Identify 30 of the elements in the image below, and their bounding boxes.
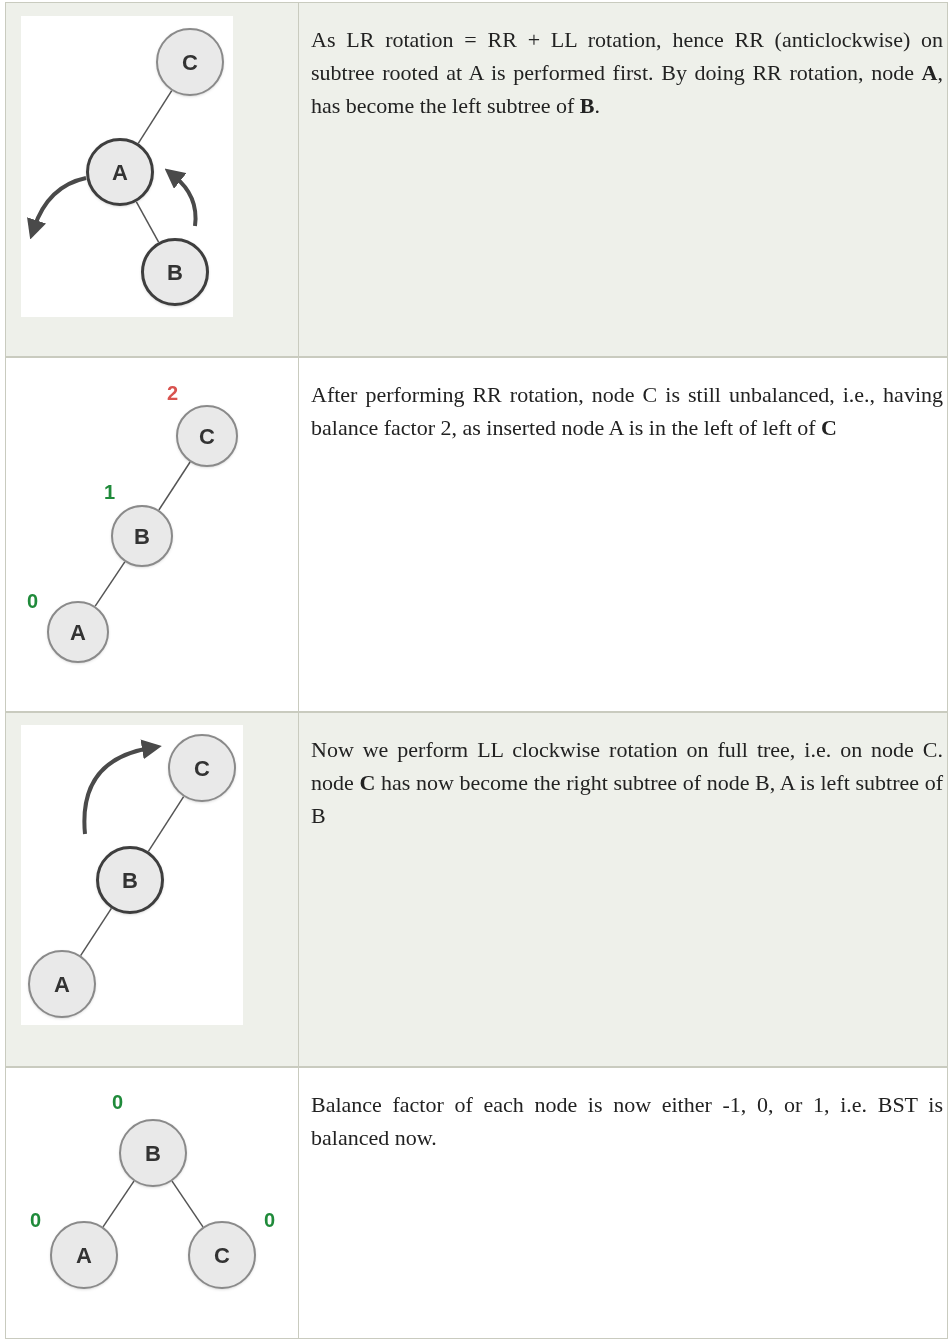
node-letter: A bbox=[54, 970, 70, 999]
node-letter: C bbox=[214, 1241, 230, 1270]
balance-factor: 0 bbox=[30, 1210, 42, 1230]
tree-edge bbox=[171, 1180, 204, 1228]
description-text: Balance factor of each node is now either -1, 0, or 1, i.e. BST is balanced now. bbox=[311, 1091, 943, 1152]
tree-edge bbox=[147, 795, 185, 853]
node-letter: B bbox=[167, 258, 183, 287]
node-letter: A bbox=[76, 1241, 92, 1270]
balance-factor: 1 bbox=[104, 482, 116, 502]
tree-edge bbox=[158, 461, 191, 511]
description-text: After performing RR rotation, node C is still unbalanced, i.e., having balance factor 2, as inserted node A is in the left of left of C bbox=[311, 381, 943, 442]
node-letter: A bbox=[70, 618, 86, 647]
balance-factor: 0 bbox=[112, 1092, 124, 1112]
node-letter: C bbox=[194, 754, 210, 783]
node-letter: A bbox=[112, 158, 128, 187]
balance-factor: 0 bbox=[264, 1210, 276, 1230]
description-text: Now we perform LL clockwise rotation on full tree, i.e. on node C. node C has now become the right subtree of node B, A is left subtree of B bbox=[311, 736, 943, 830]
node-letter: B bbox=[145, 1139, 161, 1168]
node-letter: B bbox=[134, 522, 150, 551]
balance-factor: 2 bbox=[167, 383, 179, 403]
node-letter: B bbox=[122, 866, 138, 895]
tree-edge bbox=[135, 201, 160, 243]
tree-edge bbox=[94, 561, 126, 607]
tree-edge bbox=[102, 1180, 135, 1228]
node-letter: C bbox=[199, 422, 215, 451]
tree-edge bbox=[79, 907, 113, 957]
node-letter: C bbox=[182, 48, 198, 77]
balance-factor: 0 bbox=[27, 591, 39, 611]
description-text: As LR rotation = RR + LL rotation, hence RR (anticlockwise) on subtree rooted at A is performed first. By doing RR rotation, node A, has become the left subtree of B. bbox=[311, 26, 943, 120]
tree-edge bbox=[137, 89, 173, 145]
